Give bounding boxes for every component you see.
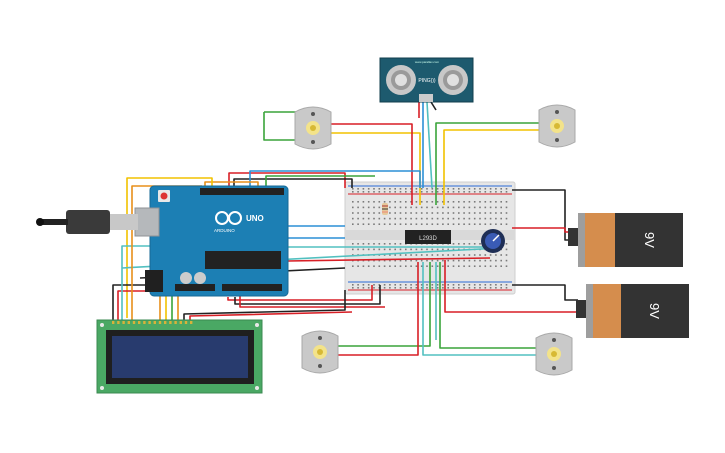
wire-red bbox=[330, 123, 413, 205]
driver-chip-label: L293D bbox=[419, 236, 437, 242]
lcd-screen bbox=[112, 336, 248, 378]
arduino-brand-label: UNO bbox=[246, 214, 264, 223]
battery-label: 9V bbox=[647, 303, 662, 319]
power-header bbox=[175, 284, 215, 291]
atmega-chip bbox=[205, 251, 281, 269]
resistor[interactable] bbox=[382, 203, 388, 215]
arduino-uno-board[interactable]: UNO ARDUINO bbox=[134, 185, 289, 297]
wire-green bbox=[439, 262, 540, 349]
arduino-sub-label: ARDUINO bbox=[214, 228, 235, 233]
potentiometer[interactable] bbox=[481, 229, 505, 253]
wire-black bbox=[183, 290, 346, 320]
usb-port bbox=[134, 207, 160, 237]
wire-cyan bbox=[422, 262, 540, 356]
wire-black bbox=[430, 101, 437, 111]
sensor-url: www.parallax.com bbox=[415, 60, 440, 64]
battery-label: 9V bbox=[642, 232, 657, 248]
battery-9v-top[interactable]: 9V bbox=[568, 213, 683, 267]
wire-red bbox=[444, 260, 578, 313]
sensor-label: PING))) bbox=[418, 78, 436, 84]
lcd-display-16x2[interactable] bbox=[96, 319, 263, 394]
wire-black bbox=[233, 178, 353, 188]
wire-blue bbox=[249, 170, 421, 188]
wire-black bbox=[234, 285, 381, 305]
dc-motor[interactable] bbox=[294, 106, 332, 150]
dc-motor[interactable] bbox=[535, 332, 573, 376]
motor-driver-chip[interactable]: L293D bbox=[405, 230, 451, 244]
wire-cyan bbox=[426, 101, 433, 189]
wire-black bbox=[512, 284, 578, 301]
wire-black bbox=[112, 284, 160, 320]
wire-green bbox=[265, 175, 375, 188]
wire-red bbox=[227, 285, 373, 301]
wire-green bbox=[435, 122, 540, 205]
power-jack bbox=[145, 270, 163, 292]
battery-9v-bottom[interactable]: 9V bbox=[576, 284, 689, 338]
wire-orange bbox=[204, 181, 259, 188]
digital-header bbox=[200, 188, 284, 195]
wire-yellow bbox=[126, 177, 213, 318]
wire-green bbox=[338, 262, 431, 347]
wire-red bbox=[189, 311, 353, 320]
ultrasonic-sensor[interactable]: PING))) www.parallax.com bbox=[379, 57, 474, 103]
wire-yellow bbox=[443, 129, 540, 205]
wire-red bbox=[338, 262, 419, 356]
dc-motor[interactable] bbox=[538, 104, 576, 148]
wire-red bbox=[228, 172, 346, 188]
dc-motors bbox=[294, 104, 576, 376]
analog-header bbox=[222, 284, 282, 291]
lcd-pin-header bbox=[112, 321, 193, 324]
dc-motor[interactable] bbox=[301, 330, 339, 374]
usb-cable bbox=[36, 210, 138, 234]
